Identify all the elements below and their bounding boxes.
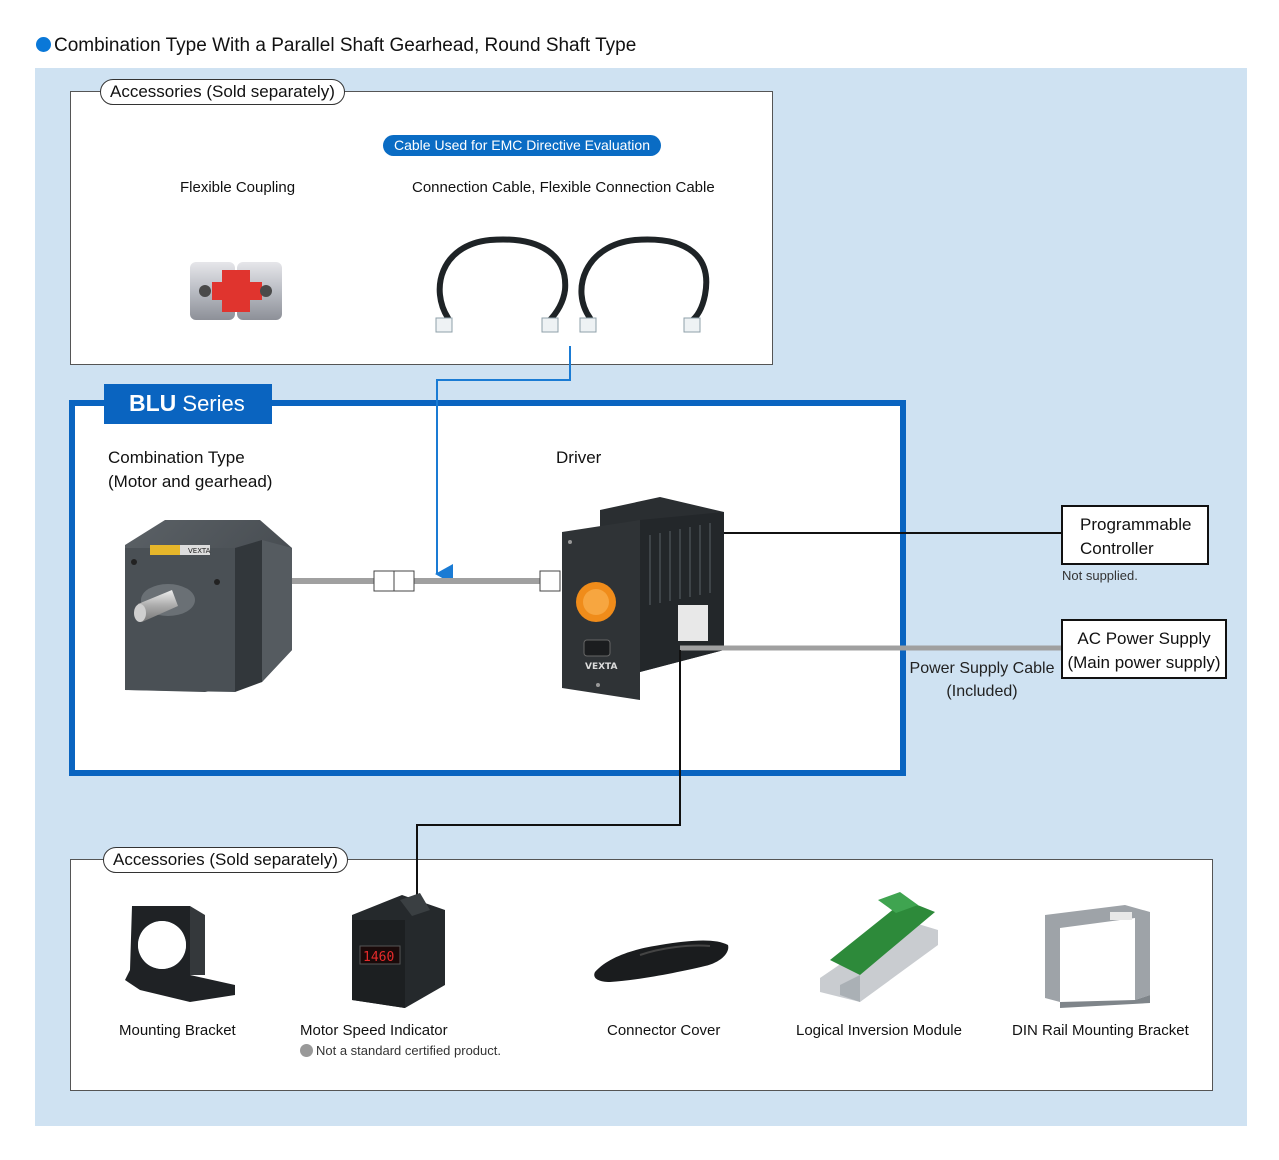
power-supply-cable-label: Power Supply Cable (Included) [909,660,1055,700]
logical-inversion-module-label: Logical Inversion Module [796,1022,962,1039]
driver-image: VEXTA [562,497,724,700]
not-certified-note: Not a standard certified product. [300,1043,501,1058]
driver-label: Driver [556,448,602,467]
gray-dot-icon [300,1044,313,1057]
speed-display-text: 1460 [363,950,394,965]
top-accessories-tag: Accessories (Sold separately) [100,79,345,105]
blu-series-tab: BLU Series [104,384,272,424]
din-rail-bracket-image [1045,905,1150,1008]
emc-cable-arrow [435,346,571,584]
cable-connectors [435,317,701,333]
ac-power-supply-box: AC Power Supply (Main power supply) [1061,619,1227,679]
mounting-bracket-label: Mounting Bracket [119,1022,236,1039]
bullet-dot-icon [36,37,51,52]
connection-cable-label: Connection Cable, Flexible Connection Ca… [412,179,715,196]
page-title: Combination Type With a Parallel Shaft G… [36,35,636,57]
series-name-rest: Series [176,391,245,416]
logical-inversion-module-image [820,892,938,1002]
connection-cable-image [436,236,710,325]
motor-speed-indicator-image: 1460 [352,893,445,1008]
mounting-bracket-image [125,906,235,1002]
driver-brand-text: VEXTA [585,662,617,672]
motor-speed-indicator-label: Motor Speed Indicator [300,1022,448,1039]
emc-badge: Cable Used for EMC Directive Evaluation [383,135,661,156]
connector-cover-image [594,940,729,982]
programmable-controller-box: Programmable Controller [1061,505,1209,565]
series-name-bold: BLU [129,390,177,416]
combination-type-label: Combination Type (Motor and gearhead) [108,448,273,491]
flexible-coupling-image [190,262,282,320]
motor-brand-text: VEXTA [188,547,211,555]
not-supplied-note: Not supplied. [1062,568,1138,583]
din-rail-mounting-bracket-label: DIN Rail Mounting Bracket [1012,1022,1189,1039]
flexible-coupling-label: Flexible Coupling [180,179,296,196]
bottom-accessories-tag: Accessories (Sold separately) [103,847,348,873]
connector-cover-label: Connector Cover [607,1022,721,1039]
motor-gearhead-image: VEXTA [125,520,292,692]
